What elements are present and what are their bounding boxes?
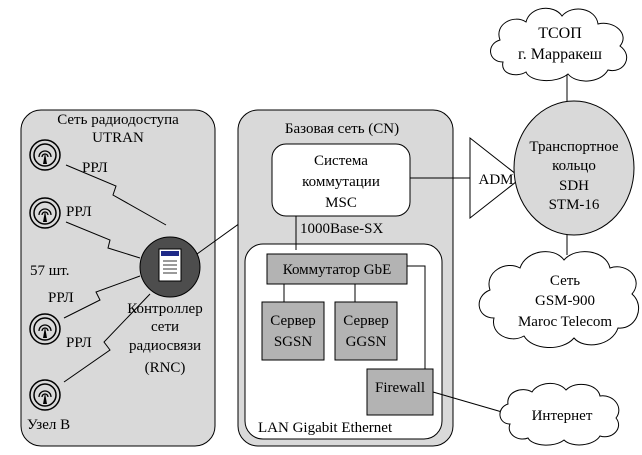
nodeb-antenna-icon	[29, 197, 61, 229]
pstn-cloud	[490, 7, 628, 82]
link-type-label: 1000Base-SX	[300, 221, 383, 237]
pstn-label-line2: г. Марракеш	[518, 46, 603, 63]
nodeb-label: Узел B	[27, 417, 70, 433]
gbe-switch-box	[266, 253, 408, 285]
sdh-ring	[513, 100, 635, 236]
radio-relay-link	[63, 293, 151, 383]
node-count-label: 57 шт.	[30, 263, 69, 279]
rnc-label-line3: радиосвязи	[129, 338, 201, 354]
ring-label-line2: кольцо	[552, 158, 596, 174]
lan-label: LAN Gigabit Ethernet	[258, 420, 393, 436]
adm-multiplexer	[469, 136, 522, 220]
rnc-controller-icon	[139, 236, 201, 298]
radio-relay-link	[65, 221, 141, 259]
rnc-label-line2: сети	[151, 319, 179, 335]
rrl-label: РРЛ	[66, 335, 92, 351]
rnc-label-line4: (RNC)	[145, 360, 186, 376]
msc-system-box	[271, 143, 411, 217]
access-title-line1: Сеть радиодоступа	[57, 112, 179, 128]
sgsn-server-box	[261, 301, 325, 361]
radio-relay-link	[63, 275, 141, 319]
ring-label-line3: SDH	[559, 178, 589, 194]
firewall-internet-link	[432, 391, 503, 413]
gsm-label-line1: Сеть	[550, 273, 580, 289]
ring-label-line1: Транспортное	[529, 139, 619, 155]
gbe-switch-label: Коммутатор GbE	[283, 262, 392, 278]
core-title: Базовая сеть (CN)	[285, 121, 399, 137]
ggsn-label-line1: Сервер	[343, 313, 389, 329]
nodeb-antenna-icon	[29, 139, 61, 171]
msc-label-line3: MSC	[325, 195, 357, 211]
rrl-label: РРЛ	[82, 160, 108, 176]
ggsn-server-box	[334, 301, 398, 361]
internet-cloud	[499, 383, 620, 446]
sgsn-label-line1: Сервер	[270, 313, 316, 329]
gsm-label-line3: Maroc Telecom	[518, 314, 612, 330]
radio-relay-link	[65, 164, 167, 226]
ggsn-label-line2: GGSN	[346, 334, 387, 350]
switch-firewall-link	[407, 265, 426, 369]
rnc-label-line1: Контроллер	[127, 301, 202, 317]
access-title-line2: UTRAN	[92, 130, 144, 146]
nodeb-antenna-icon	[29, 379, 61, 411]
pstn-label-line1: ТСОП	[538, 25, 582, 42]
internet-label: Интернет	[532, 408, 593, 424]
sgsn-label-line2: SGSN	[274, 334, 313, 350]
gsm-label-line2: GSM-900	[535, 293, 595, 309]
adm-label: ADM	[478, 172, 513, 188]
gsm-cloud	[478, 251, 639, 349]
nodeb-antenna-icon	[29, 313, 61, 345]
rrl-label: РРЛ	[48, 290, 74, 306]
firewall-label: Firewall	[375, 380, 425, 396]
msc-label-line1: Система	[314, 153, 368, 169]
access-network-panel	[20, 109, 216, 447]
msc-label-line2: коммутации	[302, 174, 380, 190]
rrl-label: РРЛ	[66, 204, 92, 220]
ring-label-line4: STM-16	[549, 197, 600, 213]
